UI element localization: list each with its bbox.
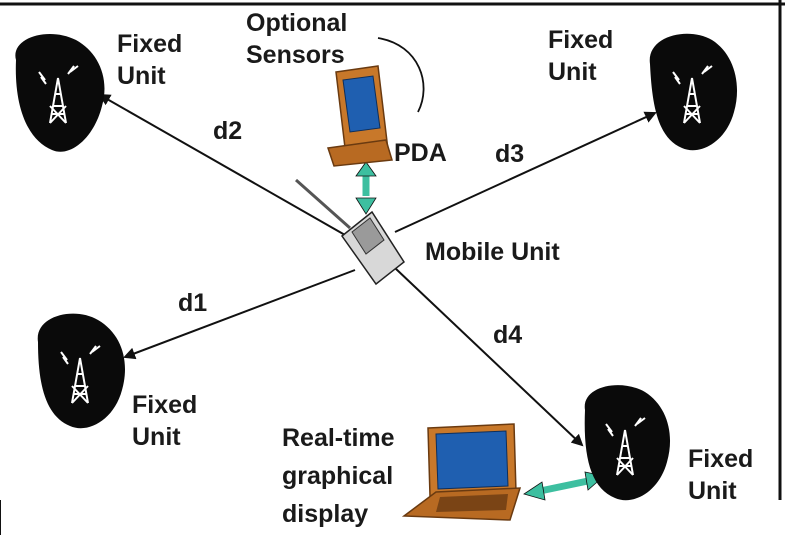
display-link-arrow-left	[523, 481, 546, 501]
sensors-connector-curve	[377, 37, 425, 113]
fixed-unit-top-left-label: Fixed Unit	[117, 30, 183, 90]
display-link-shaft	[539, 477, 589, 495]
laptop-display-icon	[401, 423, 522, 521]
link-d1-line	[123, 269, 356, 360]
pda-link-arrow-up	[355, 161, 377, 177]
pda-icon	[327, 65, 393, 167]
distance-d3-label: d3	[495, 140, 525, 168]
fixed-unit-top-right-icon	[649, 33, 738, 151]
mobile-unit-label: Mobile Unit	[425, 238, 560, 266]
fixed-unit-bottom-left-label: Fixed Unit	[132, 391, 198, 451]
optional-sensors-label: Optional Sensors	[246, 9, 348, 69]
fixed-unit-top-left-icon	[15, 33, 105, 152]
pda-label: PDA	[394, 139, 447, 167]
fixed-unit-bottom-right-label: Fixed Unit	[688, 445, 754, 505]
link-d4-line	[394, 267, 584, 447]
link-d2-line	[98, 94, 346, 236]
fixed-unit-bottom-left-icon	[37, 313, 125, 429]
mobile-unit-icon	[295, 178, 405, 286]
distance-d1-label: d1	[178, 289, 208, 317]
realtime-display-label: Real-time graphical display	[282, 424, 395, 528]
distance-d4-label: d4	[493, 321, 523, 349]
pda-link-arrow-down	[355, 197, 377, 215]
fixed-unit-bottom-right-icon	[584, 385, 671, 501]
fixed-unit-top-right-label: Fixed Unit	[548, 26, 614, 86]
link-d3-line	[394, 111, 657, 233]
distance-d2-label: d2	[213, 117, 243, 145]
